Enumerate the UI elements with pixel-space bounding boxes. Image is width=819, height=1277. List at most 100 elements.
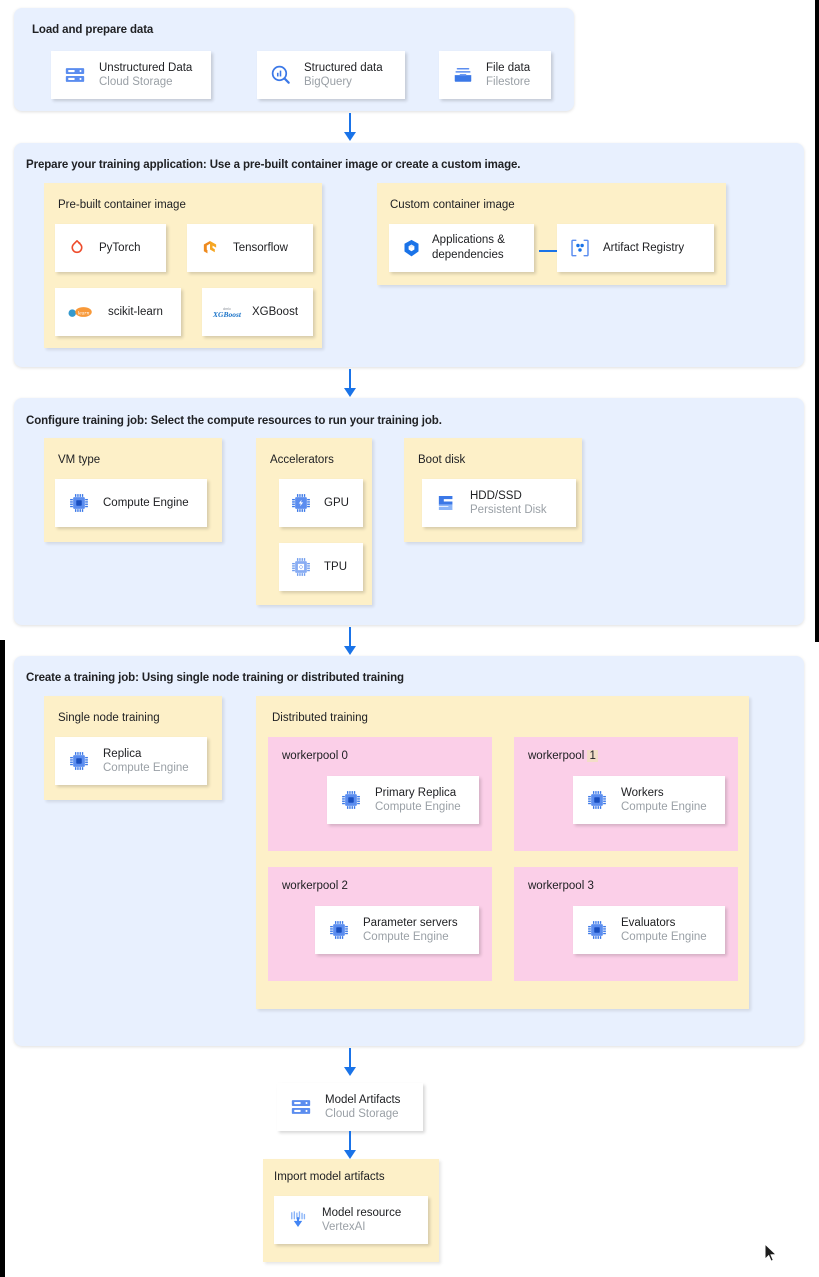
group-import-model-artifacts: Import model artifacts Model resource Ve…: [263, 1159, 439, 1262]
card-title: Replica: [103, 748, 142, 760]
card-xgboost[interactable]: dmlc XGBoost XGBoost: [202, 288, 313, 336]
card-text: Replica Compute Engine: [103, 747, 189, 775]
card-title: scikit-learn: [108, 306, 163, 318]
scikit-learn-icon: learn: [67, 304, 97, 320]
card-model-artifacts[interactable]: Model Artifacts Cloud Storage: [277, 1083, 423, 1131]
connector-arrow-load-to-prepare: [342, 113, 358, 141]
card-text: File data Filestore: [486, 61, 530, 89]
stage-configure-training-job: Configure training job: Select the compu…: [14, 398, 804, 625]
cloud-storage-icon: [290, 1096, 312, 1118]
card-applications-and-dependencies[interactable]: Applications & dependencies: [389, 224, 534, 272]
artifact-registry-icon: [569, 237, 591, 259]
card-title: Tensorflow: [233, 242, 288, 254]
group-distributed-training: Distributed training workerpool 0: [256, 696, 749, 1009]
workerpool-index: 2: [341, 880, 348, 892]
connector-arrow-artifacts-to-import: [342, 1131, 358, 1159]
card-text: Workers Compute Engine: [621, 786, 707, 814]
card-subtitle: Compute Engine: [621, 931, 707, 943]
tensorflow-icon: [201, 238, 219, 258]
filestore-icon: [452, 64, 474, 86]
group-title: Accelerators: [270, 454, 334, 466]
card-primary-replica[interactable]: Primary Replica Compute Engine: [327, 776, 479, 824]
workerpool-index: 3: [587, 880, 594, 892]
workerpool-label: workerpool 1: [528, 750, 598, 762]
card-file-data[interactable]: File data Filestore: [439, 51, 551, 99]
card-title-line2: dependencies: [432, 249, 504, 261]
stage-title: Load and prepare data: [32, 24, 154, 36]
left-edge-artifact: [0, 640, 5, 1277]
card-text: Applications & dependencies: [432, 233, 505, 263]
gpu-icon: [290, 492, 312, 514]
xgboost-icon: dmlc XGBoost: [212, 303, 242, 321]
card-title: Model resource: [322, 1207, 402, 1219]
card-model-resource[interactable]: Model resource VertexAI: [274, 1196, 428, 1244]
card-unstructured-data[interactable]: Unstructured Data Cloud Storage: [51, 51, 211, 99]
card-title: Workers: [621, 787, 664, 799]
group-title: Pre-built container image: [58, 199, 186, 211]
card-text: Evaluators Compute Engine: [621, 916, 707, 944]
connector-arrow-prepare-to-configure: [342, 369, 358, 397]
group-title: Custom container image: [390, 199, 515, 211]
workerpool-1: workerpool 1: [514, 737, 738, 851]
card-tensorflow[interactable]: Tensorflow: [187, 224, 313, 272]
compute-engine-icon: [68, 492, 90, 514]
workerpool-index: 0: [341, 750, 348, 762]
group-vm-type: VM type: [44, 438, 222, 542]
card-hdd-ssd[interactable]: HDD/SSD Persistent Disk: [422, 479, 576, 527]
compute-engine-icon: [328, 919, 350, 941]
card-subtitle: VertexAI: [322, 1221, 366, 1233]
connector-arrow-configure-to-create: [342, 627, 358, 655]
compute-engine-icon: [586, 789, 608, 811]
card-replica[interactable]: Replica Compute Engine: [55, 737, 207, 785]
tpu-icon: [290, 556, 312, 578]
mouse-cursor: [764, 1243, 778, 1262]
card-title: PyTorch: [99, 242, 141, 254]
workerpool-label: workerpool 0: [282, 750, 348, 762]
card-title: Primary Replica: [375, 787, 457, 799]
card-subtitle: BigQuery: [304, 76, 352, 88]
card-title: XGBoost: [252, 306, 299, 318]
bigquery-icon: [270, 64, 292, 86]
card-evaluators[interactable]: Evaluators Compute Engine: [573, 906, 725, 954]
workerpool-label-prefix: workerpool: [528, 880, 588, 892]
card-text: Model resource VertexAI: [322, 1206, 401, 1234]
card-tpu[interactable]: TPU: [279, 543, 363, 591]
card-text: HDD/SSD Persistent Disk: [470, 489, 547, 517]
card-parameter-servers[interactable]: Parameter servers Compute Engine: [315, 906, 479, 954]
applications-icon: [401, 238, 422, 259]
workerpool-0: workerpool 0: [268, 737, 492, 851]
card-artifact-registry[interactable]: Artifact Registry: [557, 224, 714, 272]
card-subtitle: Compute Engine: [375, 801, 461, 813]
group-pre-built-container-image: Pre-built container image PyTorch: [44, 183, 322, 348]
card-subtitle: Persistent Disk: [470, 504, 547, 516]
card-gpu[interactable]: GPU: [279, 479, 363, 527]
card-pytorch[interactable]: PyTorch: [55, 224, 166, 272]
workerpool-label-prefix: workerpool: [528, 750, 588, 762]
card-workers[interactable]: Workers Compute Engine: [573, 776, 725, 824]
card-compute-engine[interactable]: Compute Engine: [55, 479, 207, 527]
stage-create-training-job: Create a training job: Using single node…: [14, 656, 804, 1046]
card-scikit-learn[interactable]: learn scikit-learn: [55, 288, 181, 336]
compute-engine-icon: [68, 750, 90, 772]
workerpool-2: workerpool 2: [268, 867, 492, 981]
card-subtitle: Compute Engine: [621, 801, 707, 813]
group-title: Single node training: [58, 712, 160, 724]
group-title: Import model artifacts: [274, 1171, 385, 1183]
workerpool-label-prefix: workerpool: [282, 750, 342, 762]
card-text: Parameter servers Compute Engine: [363, 916, 458, 944]
workerpool-label: workerpool 3: [528, 880, 594, 892]
group-custom-container-image: Custom container image Applications & de…: [377, 183, 726, 285]
card-title: Artifact Registry: [603, 242, 685, 254]
group-boot-disk: Boot disk HDD/SSD Persistent Disk: [404, 438, 582, 542]
card-title: HDD/SSD: [470, 490, 522, 502]
card-structured-data[interactable]: Structured data BigQuery: [257, 51, 405, 99]
workerpool-label: workerpool 2: [282, 880, 348, 892]
card-subtitle: Compute Engine: [103, 762, 189, 774]
card-text: Primary Replica Compute Engine: [375, 786, 461, 814]
connector-arrow-create-to-artifacts: [342, 1048, 358, 1076]
card-subtitle: Cloud Storage: [99, 76, 173, 88]
card-title: File data: [486, 62, 531, 74]
stage-load-and-prepare-data: Load and prepare data Unstructured Data …: [14, 8, 574, 111]
workerpool-index-selected: 1: [587, 750, 598, 762]
